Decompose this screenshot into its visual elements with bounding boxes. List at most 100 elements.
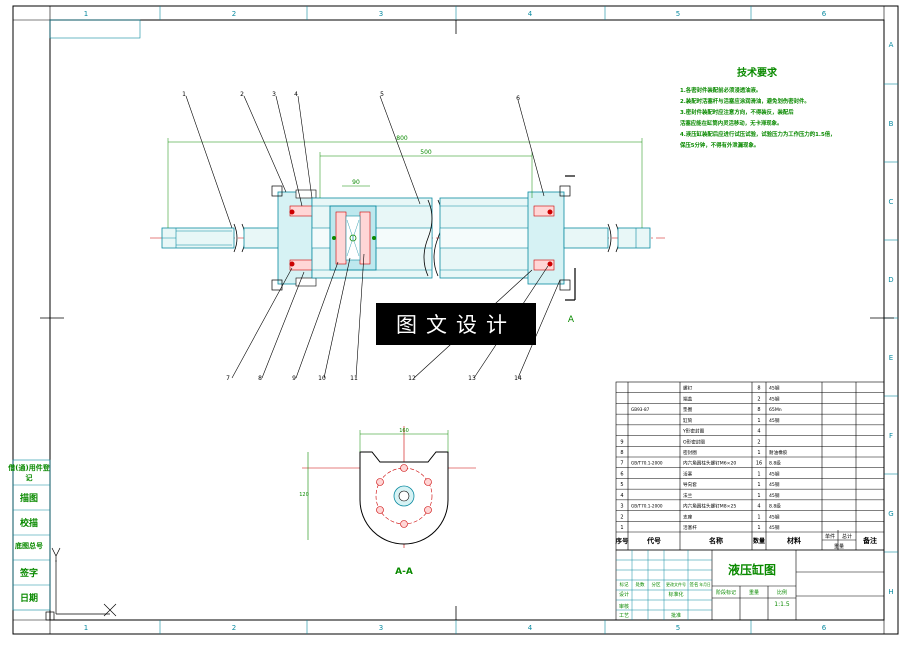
bom-cell-qty: 1	[757, 493, 760, 499]
zone-col-1-top: 1	[84, 10, 88, 18]
bom-header-material: 材料	[786, 536, 801, 545]
bom-cell-qty: 2	[757, 396, 760, 402]
zone-row-B: B	[889, 120, 894, 128]
technical-requirements: 技术要求 1.各密封件装配前必须浸透油液。 2.装配时活塞杆与活塞应涂润滑油，避…	[679, 66, 836, 149]
zone-col-2-bottom: 2	[232, 624, 236, 632]
bom-cell-material: 65Mn	[769, 407, 782, 413]
bom-cell-seq: 9	[620, 439, 623, 445]
bom-header-code: 代号	[646, 536, 661, 545]
tech-note-1: 1.各密封件装配前必须浸透油液。	[680, 86, 761, 94]
tech-note-6: 保压5分钟，不得有外泄漏现象。	[679, 141, 759, 149]
bom-cell-seq: 2	[620, 514, 623, 520]
ucs-axis-icon	[45, 547, 117, 621]
zone-col-3-bottom: 3	[379, 624, 383, 632]
zone-row-G: G	[888, 510, 893, 518]
bom-cell-material: 8.8级	[769, 460, 781, 467]
sign-row-3-a: 审核	[619, 603, 629, 610]
bom-header-weight: 重量	[834, 543, 844, 550]
leader-label-bottom-8: 8	[258, 375, 262, 382]
sign-row-1-f: 年月日	[699, 582, 711, 587]
stage-label-scale: 比例	[777, 589, 787, 596]
bom-header-note: 备注	[862, 536, 877, 545]
zone-row-F: F	[889, 432, 893, 440]
tech-note-2: 2.装配时活塞杆与活塞应涂润滑油，避免划伤密封件。	[680, 97, 810, 105]
bom-cell-material: 8.8级	[769, 503, 781, 510]
bom-cell-seq: 7	[620, 461, 623, 467]
bom-cell-name: 密封圈	[683, 449, 697, 456]
leader-label-top-4: 4	[294, 91, 298, 98]
leader-label-top-5: 5	[380, 91, 384, 98]
bom-cell-material: 45钢	[769, 395, 780, 402]
bom-cell-material: 45钢	[769, 524, 780, 531]
bom-cell-name: 法兰	[683, 492, 693, 499]
left-strip-date: 日期	[19, 594, 38, 604]
bom-header-total: 总计	[842, 533, 852, 540]
bom-cell-name: 导向套	[683, 481, 697, 488]
zone-col-5-top: 5	[676, 10, 680, 18]
leader-label-bottom-9: 9	[292, 375, 296, 382]
bom-cell-qty: 2	[757, 439, 760, 445]
bom-cell-seq: 3	[620, 504, 623, 510]
sign-row-1-a: 标记	[620, 581, 629, 588]
section-dim-height: 120	[299, 492, 309, 498]
left-strip-check: 校描	[19, 519, 38, 529]
leader-label-bottom-10: 10	[318, 375, 326, 382]
leader-lines-top	[185, 95, 545, 229]
leader-label-top-3: 3	[272, 91, 276, 98]
sign-row-1-b: 处数	[636, 581, 645, 588]
bom-cell-name: 端盖	[683, 395, 693, 402]
title-block-frame	[615, 549, 885, 621]
zone-row-H: H	[888, 588, 893, 596]
top-left-stamp-box	[49, 19, 141, 39]
tech-note-5: 4.液压缸装配后应进行试压试验，试验压力为工作压力的1.5倍，	[680, 130, 836, 138]
bom-cell-seq: 4	[620, 493, 623, 499]
bom-cell-name: 内六角圆柱头螺钉M8×25	[683, 503, 736, 510]
zone-row-A: A	[889, 41, 894, 49]
zone-col-4-bottom: 4	[528, 624, 533, 632]
bom-cell-seq: 6	[620, 471, 623, 477]
bom-cell-qty: 1	[757, 450, 760, 456]
bom-cell-code: GB/T70.1-2000	[631, 504, 663, 509]
section-label: A-A	[395, 567, 413, 577]
zone-col-5-bottom: 5	[676, 624, 680, 632]
zone-col-6-bottom: 6	[822, 624, 827, 632]
bom-cell-name: 活塞	[683, 470, 693, 477]
tech-note-3: 3.密封件装配时应注意方向，不得装反，装配后	[680, 108, 794, 116]
bom-cell-qty: 4	[757, 429, 760, 435]
sign-row-1-c: 分区	[652, 581, 661, 588]
drawing-scale: 1:1.5	[774, 601, 790, 608]
section-dim-width: 160	[399, 428, 409, 434]
bom-cell-qty: 1	[757, 514, 760, 520]
sign-row-1-e: 签名	[690, 581, 699, 588]
bom-cell-name: 缸筒	[683, 417, 693, 424]
leader-label-bottom-13: 13	[468, 375, 476, 382]
leader-label-top-6: 6	[516, 95, 520, 102]
leader-label-bottom-12: 12	[408, 375, 416, 382]
section-view-a-a: 160 120 A-A	[299, 426, 476, 577]
sign-row-1-d: 更改文件号	[666, 581, 686, 587]
zone-col-4-top: 4	[528, 10, 533, 18]
cylinder-assembly-view: 800 500 90 A	[150, 135, 665, 325]
zone-col-2-top: 2	[232, 10, 236, 18]
bom-cell-name: O形密封圈	[683, 438, 705, 445]
bom-cell-material: 45钢	[769, 417, 780, 424]
bom-cell-qty: 8	[757, 386, 760, 392]
left-strip-sign: 签字	[19, 569, 38, 579]
bom-row-lines	[616, 392, 884, 533]
bom-header-unit: 单件	[825, 533, 835, 540]
bom-cell-seq: 1	[620, 525, 623, 531]
sign-row-4-c: 批准	[671, 612, 681, 619]
bom-header-name: 名称	[709, 536, 723, 545]
bom-cell-qty: 1	[757, 418, 760, 424]
bom-cell-name: 垫圈	[683, 406, 693, 413]
left-strip-register: 借(通)用件登记	[8, 464, 50, 482]
dim-piston: 90	[352, 179, 360, 186]
bom-cell-name: Y形密封圈	[682, 428, 705, 435]
zone-col-6-top: 6	[822, 10, 827, 18]
leader-label-bottom-11: 11	[350, 375, 358, 382]
leader-label-top-1: 1	[182, 91, 186, 98]
drawing-title: 液压缸图	[728, 562, 776, 577]
watermark-banner: 图文设计	[376, 303, 536, 345]
sign-row-4-a: 工艺	[619, 613, 629, 619]
